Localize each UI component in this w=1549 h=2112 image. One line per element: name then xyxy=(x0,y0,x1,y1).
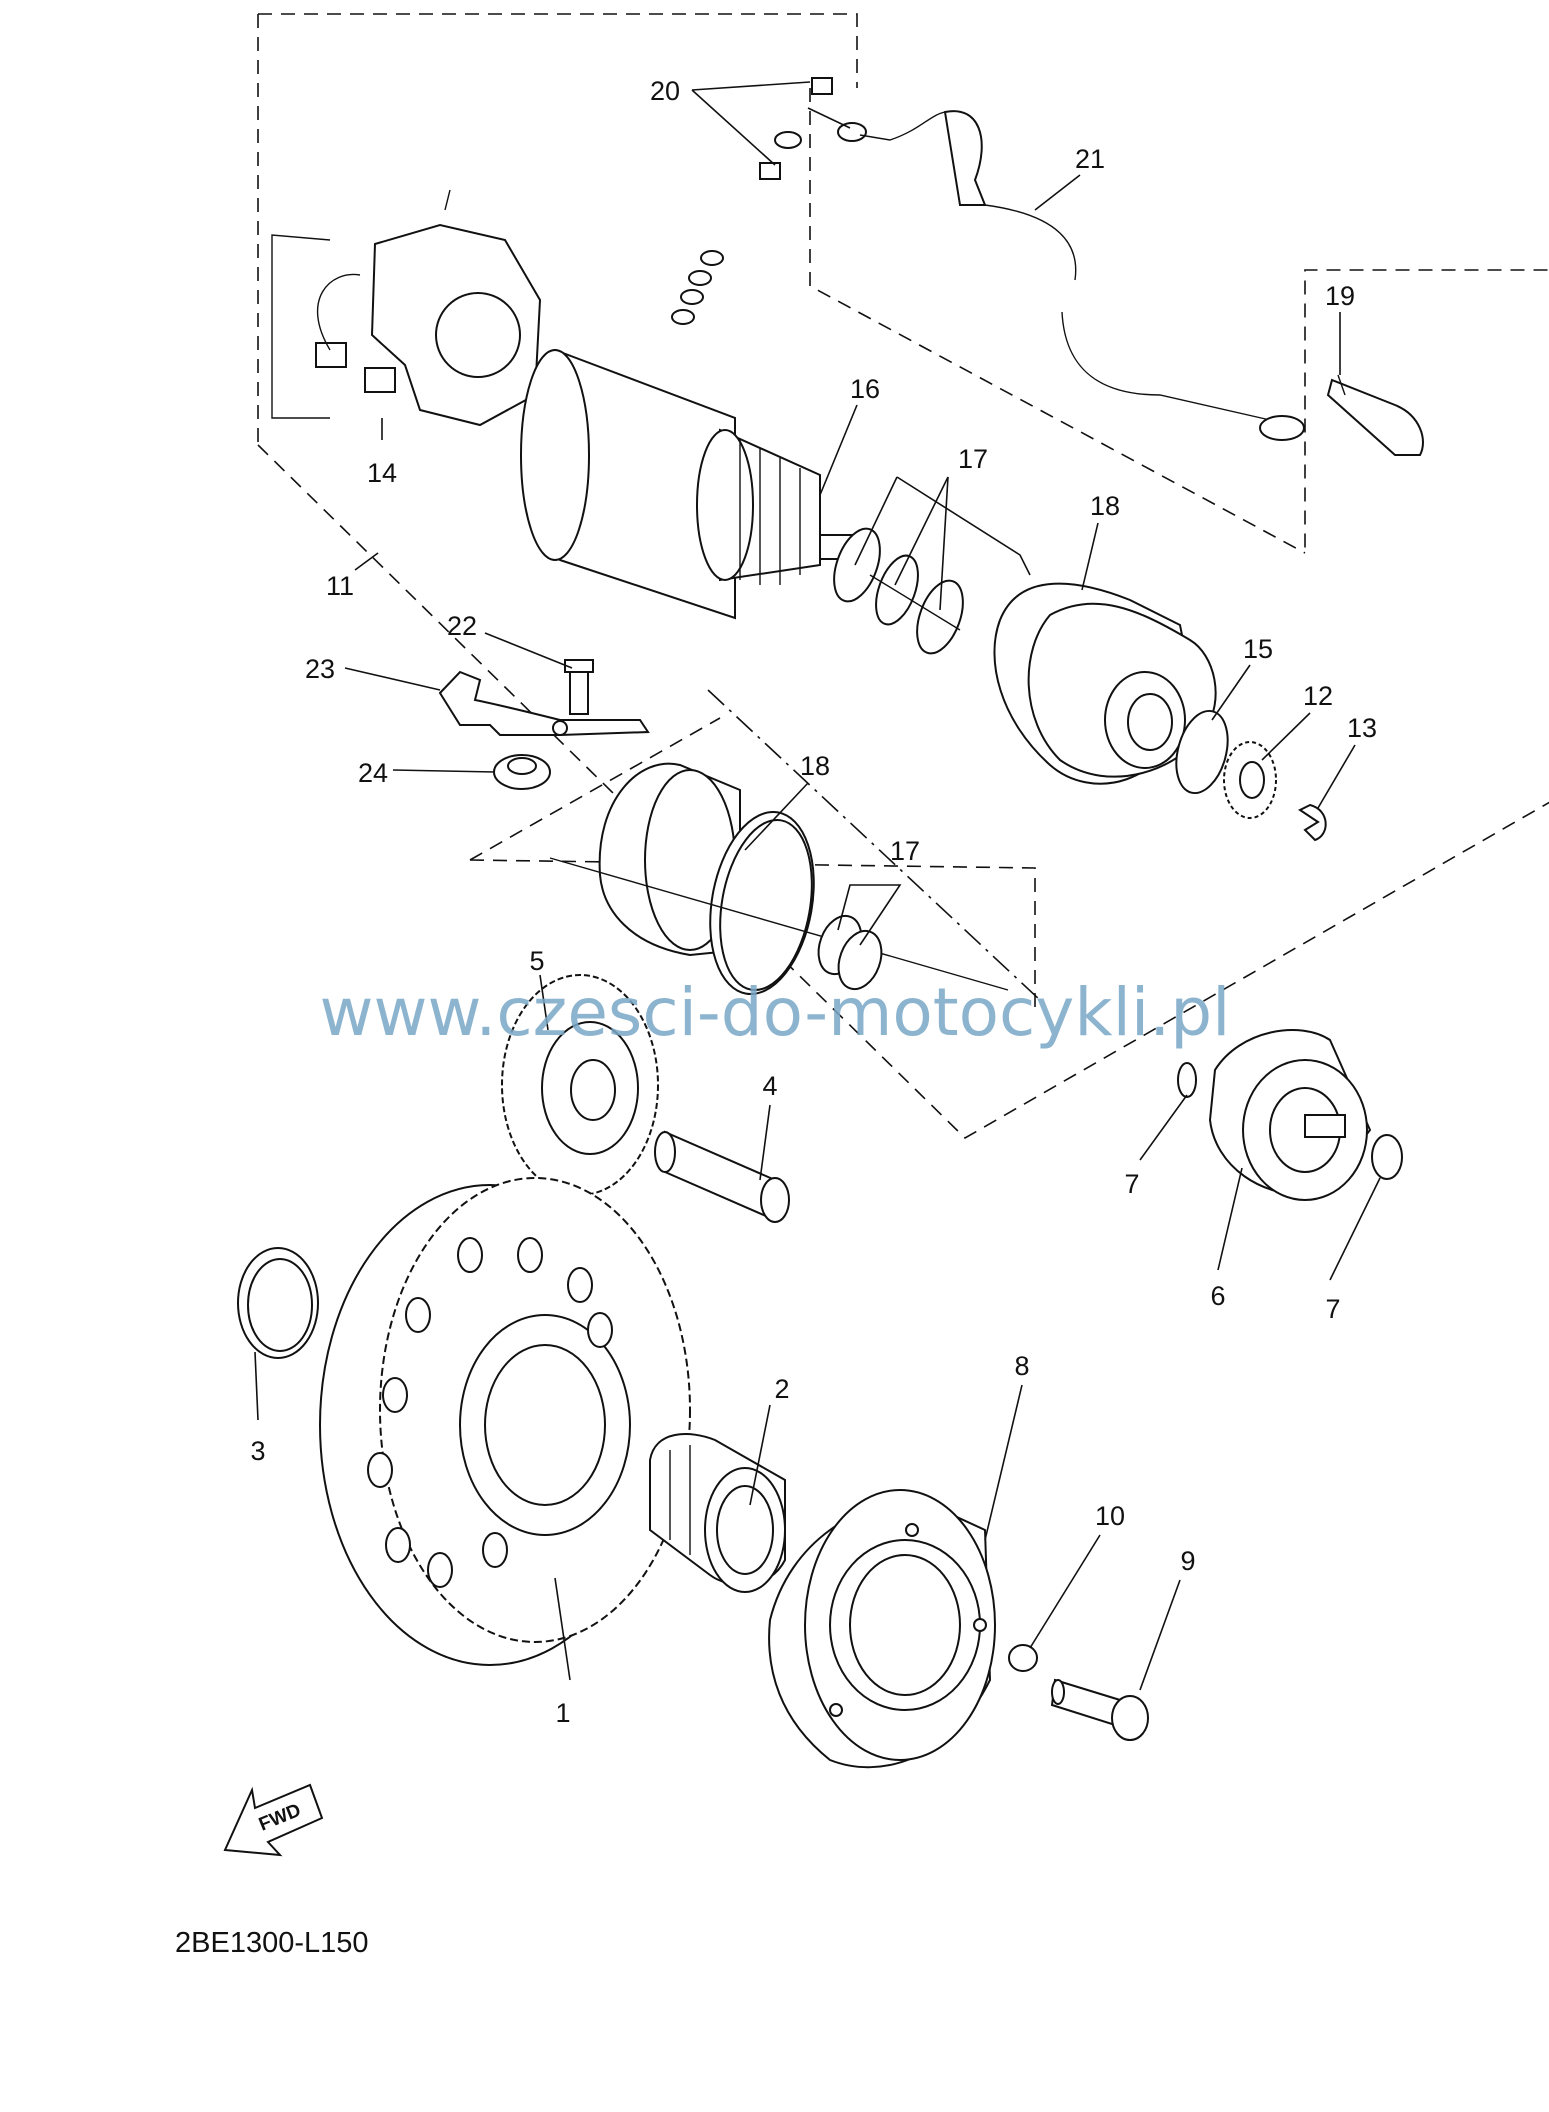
callout-21: 21 xyxy=(1075,144,1105,174)
watermark-text: www.czesci-do-motocykli.pl xyxy=(320,974,1231,1051)
shim-washers-top xyxy=(833,527,964,655)
shim-washers-bottom xyxy=(817,914,883,991)
bracket-23-part xyxy=(438,670,650,736)
callout-14: 14 xyxy=(367,458,397,488)
brush-holder-boundary xyxy=(271,234,331,419)
callout-15: 15 xyxy=(1243,634,1273,664)
callout-2: 2 xyxy=(774,1374,789,1404)
callout-8: 8 xyxy=(1014,1351,1029,1381)
needle-bearing-2 xyxy=(649,1433,786,1593)
idle-gear-assembly-6 xyxy=(1208,1029,1372,1201)
callout-23: 23 xyxy=(305,654,335,684)
gear-shaft-4 xyxy=(654,1130,790,1223)
starter-motor-body xyxy=(520,348,861,620)
idle-gear-5 xyxy=(501,974,659,1196)
callout-19: 19 xyxy=(1325,281,1355,311)
grommet-24-part xyxy=(493,754,551,790)
pinion-gear-12 xyxy=(1223,741,1277,819)
callout-11: 11 xyxy=(326,571,354,601)
callout-numbers: 1 2 3 4 5 6 7 7 8 9 10 11 12 13 14 15 16… xyxy=(250,76,1377,1728)
callout-1: 1 xyxy=(555,1698,570,1728)
callout-17b: 17 xyxy=(890,836,920,866)
fwd-arrow-icon: FWD xyxy=(223,1783,324,1857)
callout-5: 5 xyxy=(529,946,544,976)
o-ring-15 xyxy=(1175,709,1229,795)
washer-10 xyxy=(1008,1644,1038,1672)
diagram-code: 2BE1300-L150 xyxy=(175,1927,369,1959)
front-cover-part xyxy=(993,582,1217,785)
callout-16: 16 xyxy=(850,374,880,404)
bolt-22-part xyxy=(564,659,594,715)
brush-holder-part xyxy=(315,189,542,427)
thrust-ring-3 xyxy=(237,1247,319,1359)
callout-9: 9 xyxy=(1180,1546,1195,1576)
terminal-boot-part xyxy=(1326,374,1424,456)
callout-12: 12 xyxy=(1303,681,1333,711)
washers-7 xyxy=(1177,1062,1403,1180)
callout-13: 13 xyxy=(1347,713,1377,743)
callout-24: 24 xyxy=(358,758,388,788)
leader-lines xyxy=(254,81,1381,1691)
terminal-hardware xyxy=(671,77,867,325)
callout-10: 10 xyxy=(1095,1501,1125,1531)
callout-4: 4 xyxy=(762,1071,777,1101)
rear-cover-part xyxy=(549,762,1009,996)
callout-17a: 17 xyxy=(958,444,988,474)
callout-7b: 7 xyxy=(1325,1294,1340,1324)
callout-18b: 18 xyxy=(800,751,830,781)
starter-wheel-gear-1 xyxy=(319,1177,691,1666)
callout-22: 22 xyxy=(447,611,477,641)
circlip-13 xyxy=(1298,803,1327,842)
bolt-9 xyxy=(1050,1678,1149,1741)
callout-18a: 18 xyxy=(1090,491,1120,521)
callout-7a: 7 xyxy=(1124,1169,1139,1199)
starter-cable-part xyxy=(859,110,1305,441)
callout-20: 20 xyxy=(650,76,680,106)
callout-6: 6 xyxy=(1210,1281,1225,1311)
one-way-clutch-8 xyxy=(768,1489,996,1769)
callout-3: 3 xyxy=(250,1436,265,1466)
